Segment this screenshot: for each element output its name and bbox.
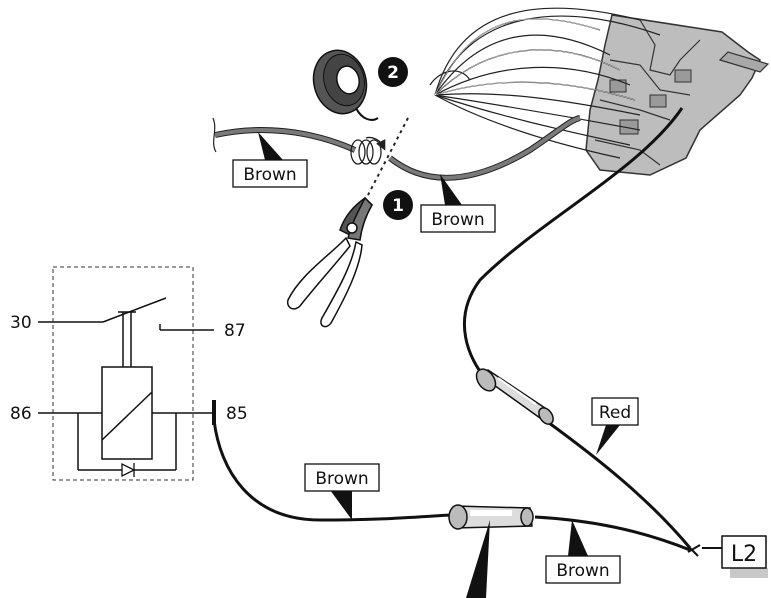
svg-text:Brown: Brown [431, 210, 484, 230]
svg-text:Brown: Brown [556, 561, 609, 581]
wire-bundle-white [434, 18, 636, 101]
svg-text:Brown: Brown [315, 469, 368, 489]
lower-butt-connector [448, 504, 534, 530]
connector-housing [585, 14, 770, 176]
svg-text:L2: L2 [731, 542, 757, 567]
red-wire [462, 107, 692, 549]
side-cutter-icon [286, 196, 374, 328]
lower-connector-pointer [466, 520, 490, 598]
svg-text:Red: Red [599, 403, 631, 423]
diode-icon [121, 462, 136, 478]
relay-enclosure [52, 266, 194, 481]
svg-text:Brown: Brown [243, 165, 296, 185]
l2-label-box: L2 [721, 535, 768, 578]
relay-terminal-85: 85 [226, 404, 248, 424]
relay-terminal-86: 86 [10, 404, 32, 424]
l2-junction [687, 544, 722, 557]
lower-brown-wire [212, 419, 691, 552]
cut-line [367, 117, 409, 196]
step-badge-1: 1 [383, 190, 413, 220]
svg-text:2: 2 [387, 63, 399, 83]
label-brown-lower-left: Brown [304, 463, 380, 520]
tape-wrap [350, 136, 386, 165]
tape-roll-icon [312, 49, 379, 121]
label-red: Red [591, 397, 639, 455]
relay-terminal-30: 30 [10, 313, 32, 333]
label-brown-lower-right: Brown [545, 520, 621, 584]
svg-text:1: 1 [392, 196, 404, 216]
red-wire-butt-connector [475, 368, 554, 425]
upper-brown-wire [212, 115, 581, 181]
step-badge-2: 2 [378, 57, 408, 87]
relay-terminal-87: 87 [224, 321, 246, 341]
label-brown-upper-right: Brown [420, 174, 496, 233]
label-brown-upper-left: Brown [232, 132, 308, 188]
relay-schematic: 30 87 86 85 [10, 266, 248, 481]
